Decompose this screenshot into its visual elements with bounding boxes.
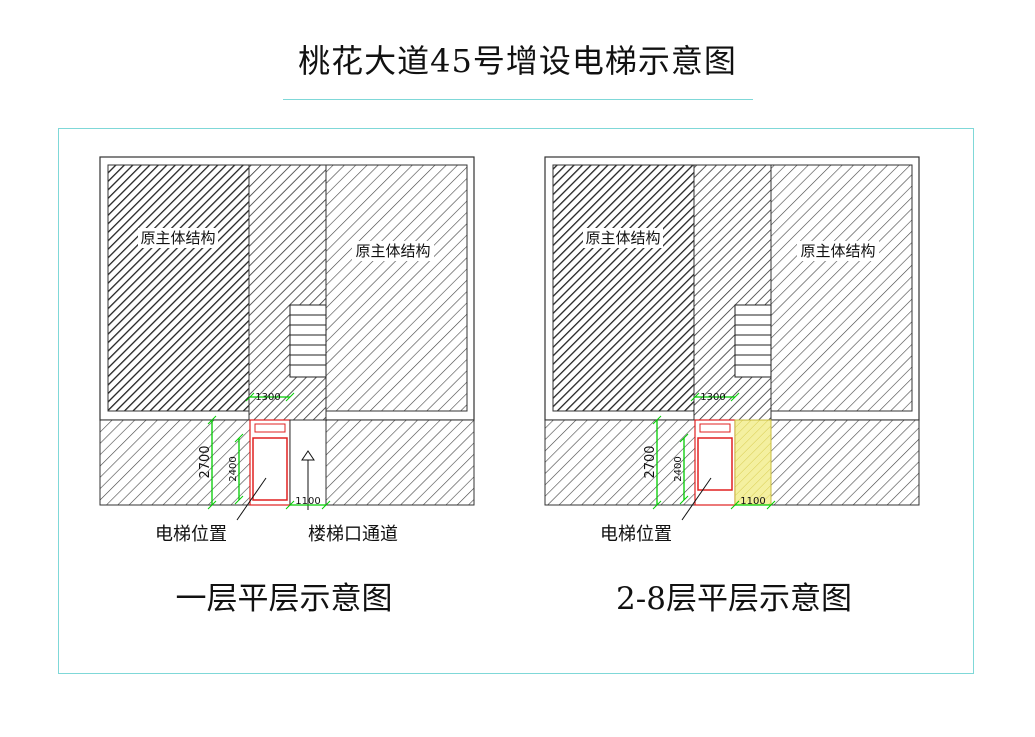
- staircase: [289, 304, 327, 378]
- entry-arrow: [301, 450, 315, 510]
- ground-right: [770, 419, 920, 506]
- dim-passage-width: 1100: [295, 496, 320, 507]
- elevator-label: 电梯位置: [600, 524, 672, 545]
- dim-shaft-width: 1300: [255, 392, 280, 403]
- structure-left: [552, 164, 695, 412]
- dimension-lines: [207, 392, 331, 510]
- dim-passage-width: 1100: [740, 496, 765, 507]
- elevator-leader: [681, 477, 712, 521]
- plan-1-caption: 一层平层示意图: [176, 581, 393, 617]
- ground-left: [544, 419, 696, 506]
- structure-left: [107, 164, 250, 412]
- dim-outer-depth: 2700: [198, 445, 213, 478]
- drawing-frame: [58, 128, 974, 674]
- elevator-label: 电梯位置: [155, 524, 227, 545]
- stair-core: [693, 164, 772, 421]
- plan-1: 原主体结构 原主体结构 1300 2700 2400 1100 电梯位置 楼梯口…: [99, 156, 475, 617]
- dim-inner-depth: 2400: [228, 456, 239, 481]
- structure-left-label: 原主体结构: [585, 229, 660, 247]
- structure-right: [325, 164, 468, 412]
- title-underline: [283, 99, 753, 100]
- passage-label: 楼梯口通道: [308, 524, 398, 545]
- dim-shaft-width: 1300: [700, 392, 725, 403]
- dimension-lines: [652, 392, 776, 510]
- dim-outer-depth: 2700: [643, 445, 658, 478]
- ground-right: [325, 419, 475, 506]
- structure-left-label: 原主体结构: [140, 229, 215, 247]
- landing-passage: [734, 419, 772, 506]
- plan-2: 原主体结构 原主体结构 1300 2700 2400 1100 电梯位置 2-8…: [544, 156, 920, 617]
- diagram-title: 桃花大道45号增设电梯示意图: [298, 42, 737, 80]
- elevator-leader: [236, 477, 267, 521]
- structure-right-label: 原主体结构: [355, 242, 430, 260]
- stair-core: [248, 164, 327, 421]
- plan-2-caption: 2-8层平层示意图: [616, 581, 852, 617]
- ground-left: [99, 419, 251, 506]
- staircase: [734, 304, 772, 378]
- dim-inner-depth: 2400: [673, 456, 684, 481]
- structure-right: [770, 164, 913, 412]
- structure-right-label: 原主体结构: [800, 242, 875, 260]
